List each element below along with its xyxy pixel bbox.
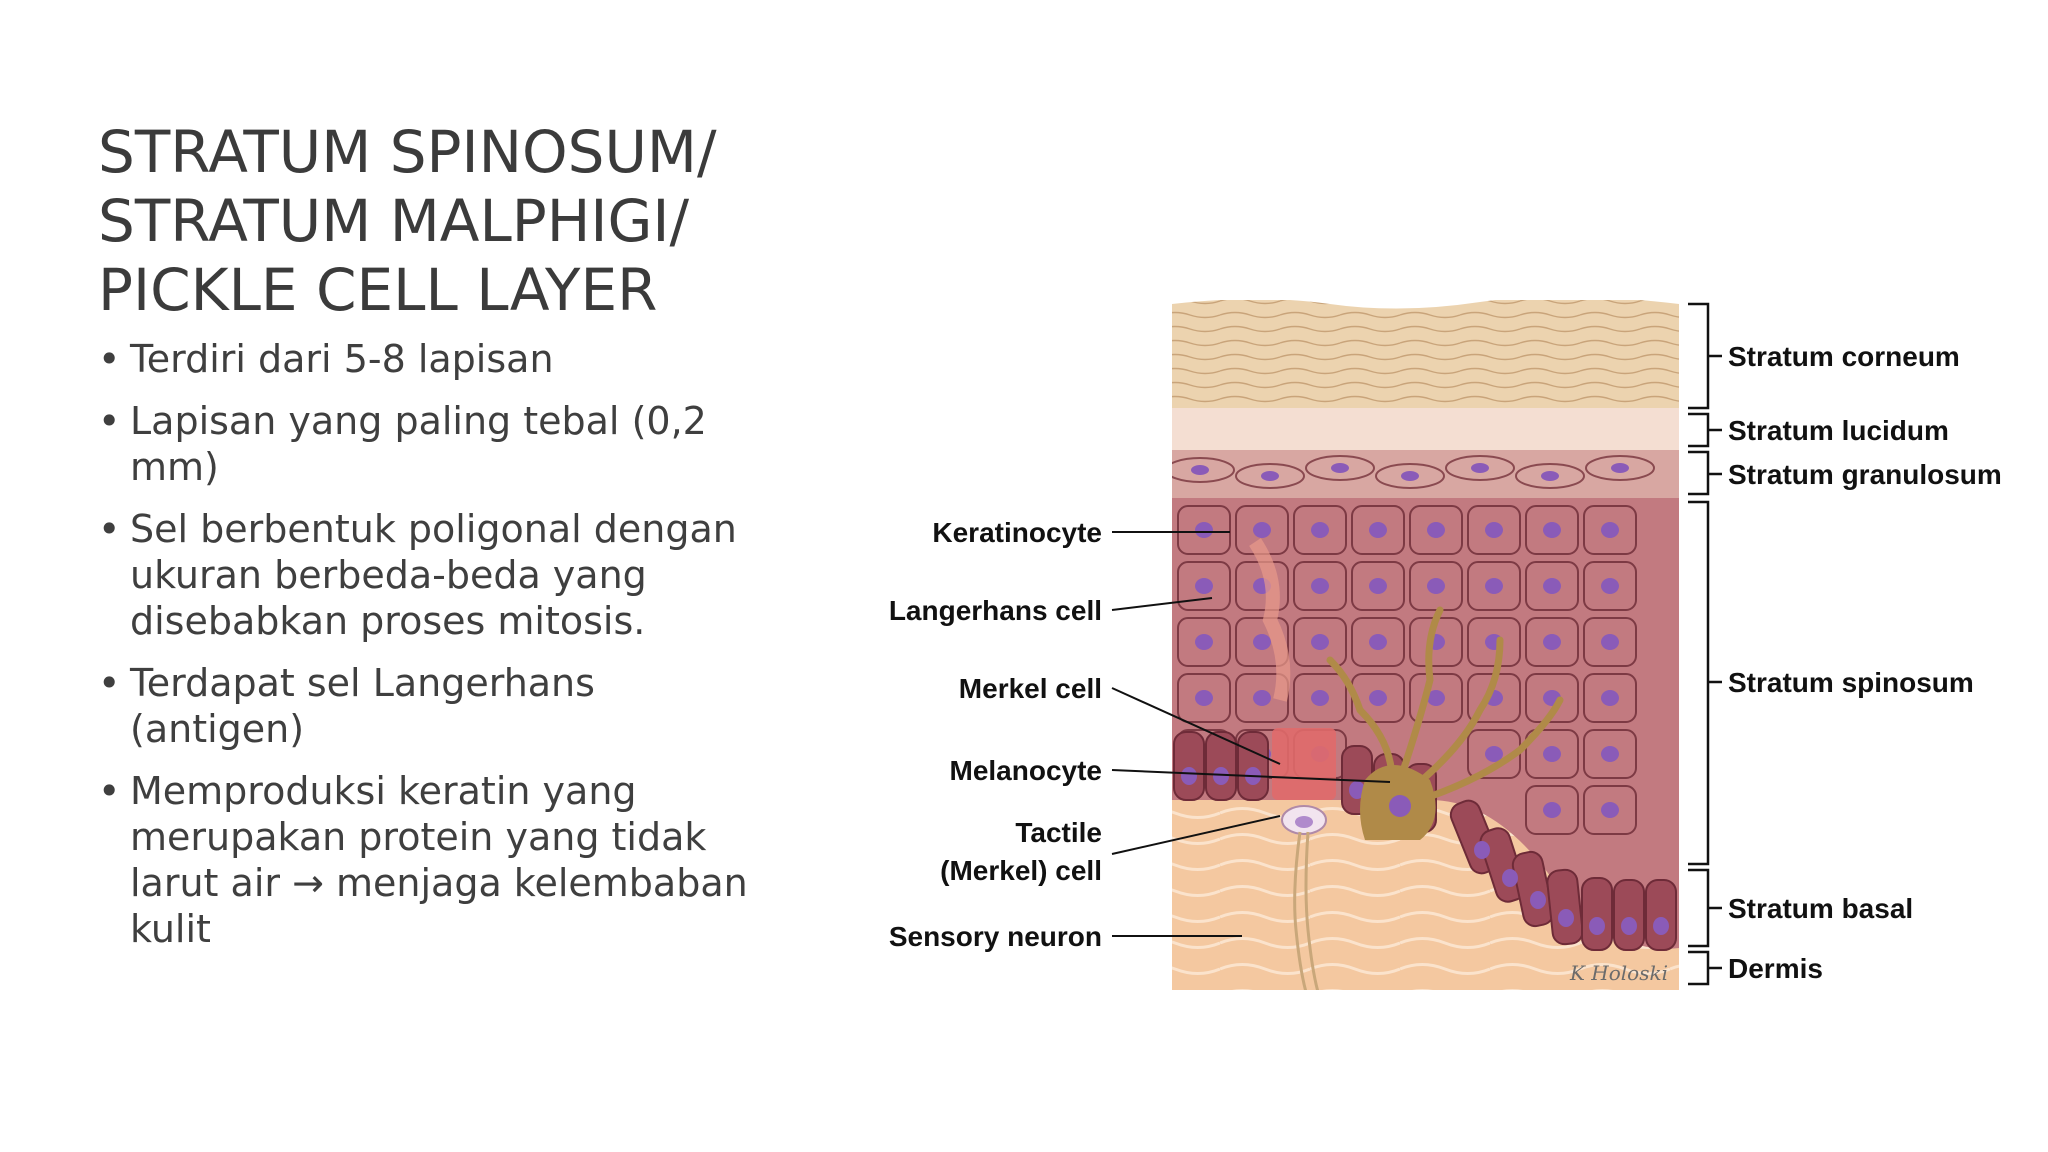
bullet-item: •Memproduksi keratin yang merupakan prot…: [98, 768, 778, 952]
tactile-cell-nucleus: [1295, 816, 1313, 828]
sensory-neuron: [1293, 831, 1320, 990]
skin-layers-diagram: K Holoski Keratinocyte Langerhans cell M…: [889, 300, 2002, 990]
label-keratinocyte: Keratinocyte: [932, 517, 1102, 548]
tissue-illustration: K Holoski: [1172, 300, 1679, 990]
label-langerhans-cell: Langerhans cell: [889, 595, 1102, 626]
lucidum-layer: [1172, 408, 1679, 450]
label-dermis: Dermis: [1728, 953, 1823, 984]
bullet-item: •Terdiri dari 5-8 lapisan: [98, 336, 778, 382]
slide-title: STRATUM SPINOSUM/ STRATUM MALPHIGI/ PICK…: [98, 118, 798, 325]
title-line-2: STRATUM MALPHIGI/: [98, 187, 690, 255]
artist-watermark: K Holoski: [1569, 961, 1668, 985]
granulosum-nuclei: [1191, 463, 1629, 481]
bullet-list: •Terdiri dari 5-8 lapisan •Lapisan yang …: [98, 336, 778, 968]
bullet-text: Terdiri dari 5-8 lapisan: [130, 337, 554, 381]
label-stratum-spinosum: Stratum spinosum: [1728, 667, 1974, 698]
bullet-item: •Lapisan yang paling tebal (0,2 mm): [98, 398, 778, 490]
layer-brackets: [1688, 302, 1722, 986]
bullet-item: •Sel berbentuk poligonal dengan ukuran b…: [98, 506, 778, 644]
basal-nuclei: [1181, 767, 1669, 935]
left-leader-lines: [1111, 531, 1391, 937]
bullet-item: •Terdapat sel Langerhans (antigen): [98, 660, 778, 752]
bullet-glyph: •: [98, 769, 121, 813]
corneum-layer: [1172, 300, 1679, 408]
label-melanocyte: Melanocyte: [950, 755, 1103, 786]
bullet-text: Sel berbentuk poligonal dengan ukuran be…: [130, 507, 737, 643]
label-stratum-granulosum: Stratum granulosum: [1728, 459, 2002, 490]
granulosum-cells: [1172, 455, 1655, 489]
label-stratum-corneum: Stratum corneum: [1728, 341, 1960, 372]
granulosum-layer: [1172, 450, 1679, 498]
label-tactile-line-2: (Merkel) cell: [940, 855, 1102, 886]
bullet-glyph: •: [98, 661, 121, 705]
merkel-cell: [1272, 728, 1336, 800]
melanocyte-nucleus: [1389, 795, 1411, 817]
label-merkel-cell: Merkel cell: [959, 673, 1102, 704]
title-line-1: STRATUM SPINOSUM/: [98, 118, 717, 186]
label-tactile-line-1: Tactile: [1015, 817, 1102, 848]
bullet-glyph: •: [98, 337, 121, 381]
label-stratum-lucidum: Stratum lucidum: [1728, 415, 1949, 446]
label-stratum-basal: Stratum basal: [1728, 893, 1913, 924]
title-line-3: PICKLE CELL LAYER: [98, 256, 658, 324]
label-sensory-neuron: Sensory neuron: [889, 921, 1102, 952]
bullet-glyph: •: [98, 399, 121, 443]
langerhans-cell: [1249, 538, 1291, 702]
bullet-text: Memproduksi keratin yang merupakan prote…: [130, 769, 748, 951]
bullet-text: Lapisan yang paling tebal (0,2 mm): [130, 399, 707, 489]
bullet-text: Terdapat sel Langerhans (antigen): [130, 661, 595, 751]
bullet-glyph: •: [98, 507, 121, 551]
